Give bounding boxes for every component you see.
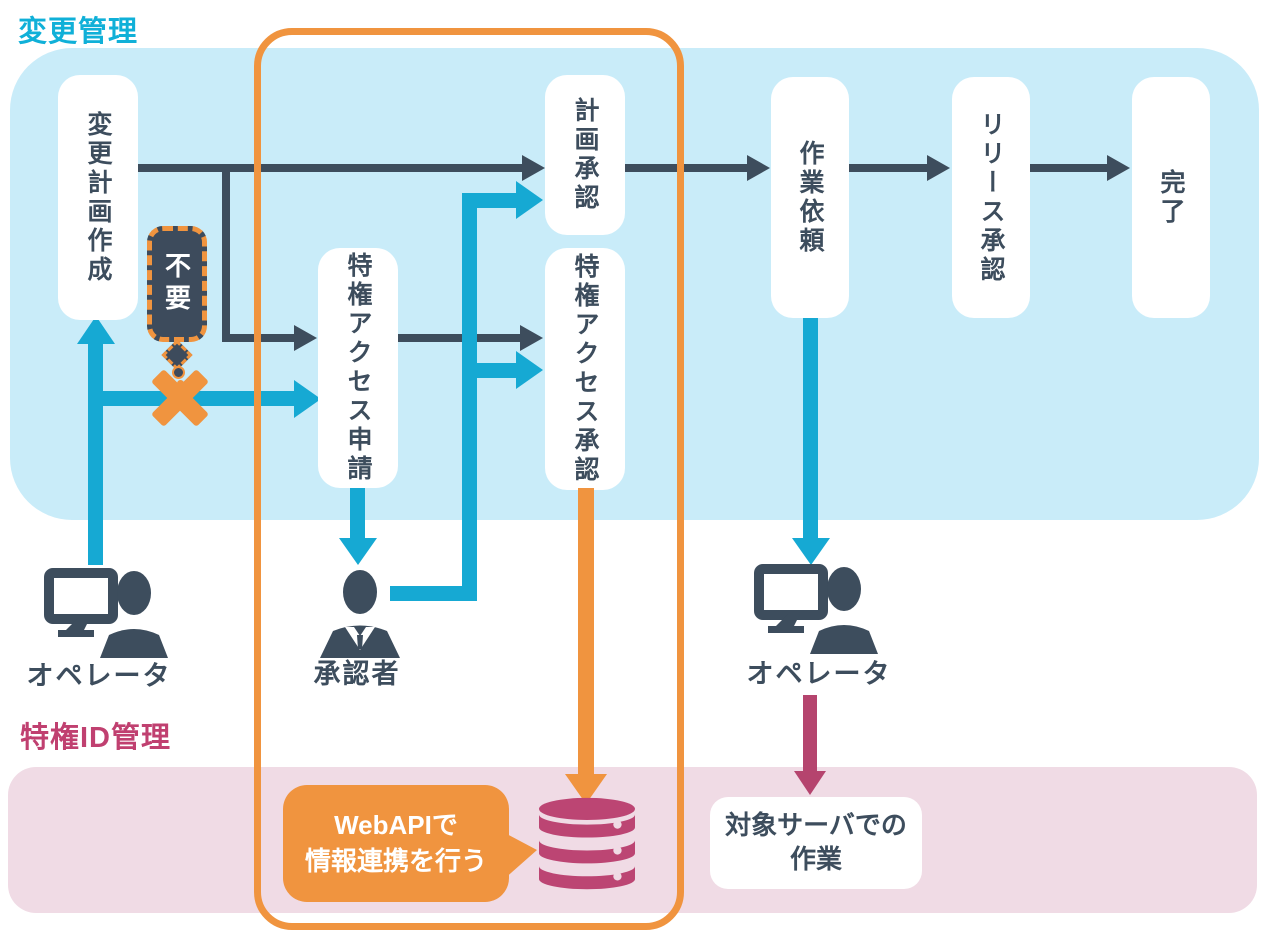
connector-approver-up bbox=[462, 193, 477, 601]
approver-person-icon bbox=[312, 566, 408, 663]
connector-into-complete bbox=[1030, 164, 1109, 172]
operator-with-monitor-icon-right bbox=[752, 562, 878, 659]
target-server-box: 対象サーバでの 作業 bbox=[710, 797, 922, 889]
step-box-privileged-access-approval: 特権アクセス承認 bbox=[545, 248, 625, 490]
step-box-plan-approval: 計画承認 bbox=[545, 75, 625, 235]
arrowhead-into-priv-approval bbox=[520, 325, 543, 351]
connector-operator-up bbox=[88, 342, 103, 565]
arrowhead-into-release-approval bbox=[927, 155, 950, 181]
arrowhead-into-work-request bbox=[747, 155, 770, 181]
arrowhead-cyan-into-plan-approval bbox=[516, 181, 543, 219]
step-box-work-request: 作業依頼 bbox=[771, 77, 849, 318]
webapi-callout-line1: WebAPIで bbox=[334, 810, 458, 841]
connector-branch-down bbox=[222, 164, 230, 338]
connector-approver-right bbox=[390, 586, 477, 601]
arrowhead-into-operator-right bbox=[792, 538, 830, 565]
operator-left-label: オペレータ bbox=[26, 661, 172, 691]
approver-label: 承認者 bbox=[313, 659, 401, 689]
connector-plan-to-approval bbox=[138, 164, 524, 172]
arrowhead-into-plan-approval bbox=[522, 155, 545, 181]
arrowhead-into-complete bbox=[1107, 155, 1130, 181]
database-icon bbox=[533, 796, 641, 897]
operator-right-label: オペレータ bbox=[746, 659, 892, 689]
connector-priv-request-to-approval bbox=[398, 334, 520, 342]
connector-operator-to-target-server bbox=[803, 695, 817, 773]
connector-priv-request-to-approver bbox=[350, 488, 365, 540]
privileged-id-band bbox=[8, 767, 1257, 913]
arrowhead-into-priv-request bbox=[294, 325, 317, 351]
target-server-line2: 作業 bbox=[789, 844, 842, 874]
change-management-band bbox=[10, 48, 1259, 520]
step-box-privileged-access-request: 特権アクセス申請 bbox=[318, 248, 398, 488]
connector-approver-to-priv-approval bbox=[470, 363, 518, 378]
connector-into-work-request bbox=[625, 164, 749, 172]
step-box-complete: 完了 bbox=[1132, 77, 1210, 318]
arrowhead-into-approver bbox=[339, 538, 377, 565]
webapi-callout-line2: 情報連携を行う bbox=[304, 845, 487, 876]
webapi-callout: WebAPIで 情報連携を行う bbox=[283, 785, 509, 902]
target-server-line1: 対象サーバでの bbox=[725, 810, 907, 841]
arrowhead-into-plan-create bbox=[77, 316, 115, 344]
step-box-release-approval: リリース承認 bbox=[952, 77, 1030, 318]
webapi-scope-outline bbox=[254, 28, 684, 930]
step-box-change-plan-create: 変更計画作成 bbox=[58, 75, 138, 320]
arrowhead-cyan-into-priv-request bbox=[294, 380, 321, 418]
not-required-bubble: 不要 bbox=[147, 226, 207, 342]
connector-into-release-approval bbox=[849, 164, 929, 172]
arrowhead-cyan-into-priv-approval bbox=[516, 351, 543, 389]
connector-approver-to-plan-approval bbox=[462, 193, 518, 208]
privileged-id-title: 特権ID管理 bbox=[20, 722, 172, 754]
connector-work-request-down bbox=[803, 318, 818, 540]
connector-priv-approval-to-database bbox=[578, 488, 594, 776]
change-management-title: 変更管理 bbox=[18, 16, 139, 48]
cross-mark-icon bbox=[148, 366, 212, 430]
arrowhead-into-target-server bbox=[794, 771, 826, 795]
bubble-tail-dot bbox=[172, 366, 185, 379]
operator-with-monitor-icon bbox=[42, 566, 168, 663]
webapi-callout-pointer bbox=[503, 832, 537, 880]
